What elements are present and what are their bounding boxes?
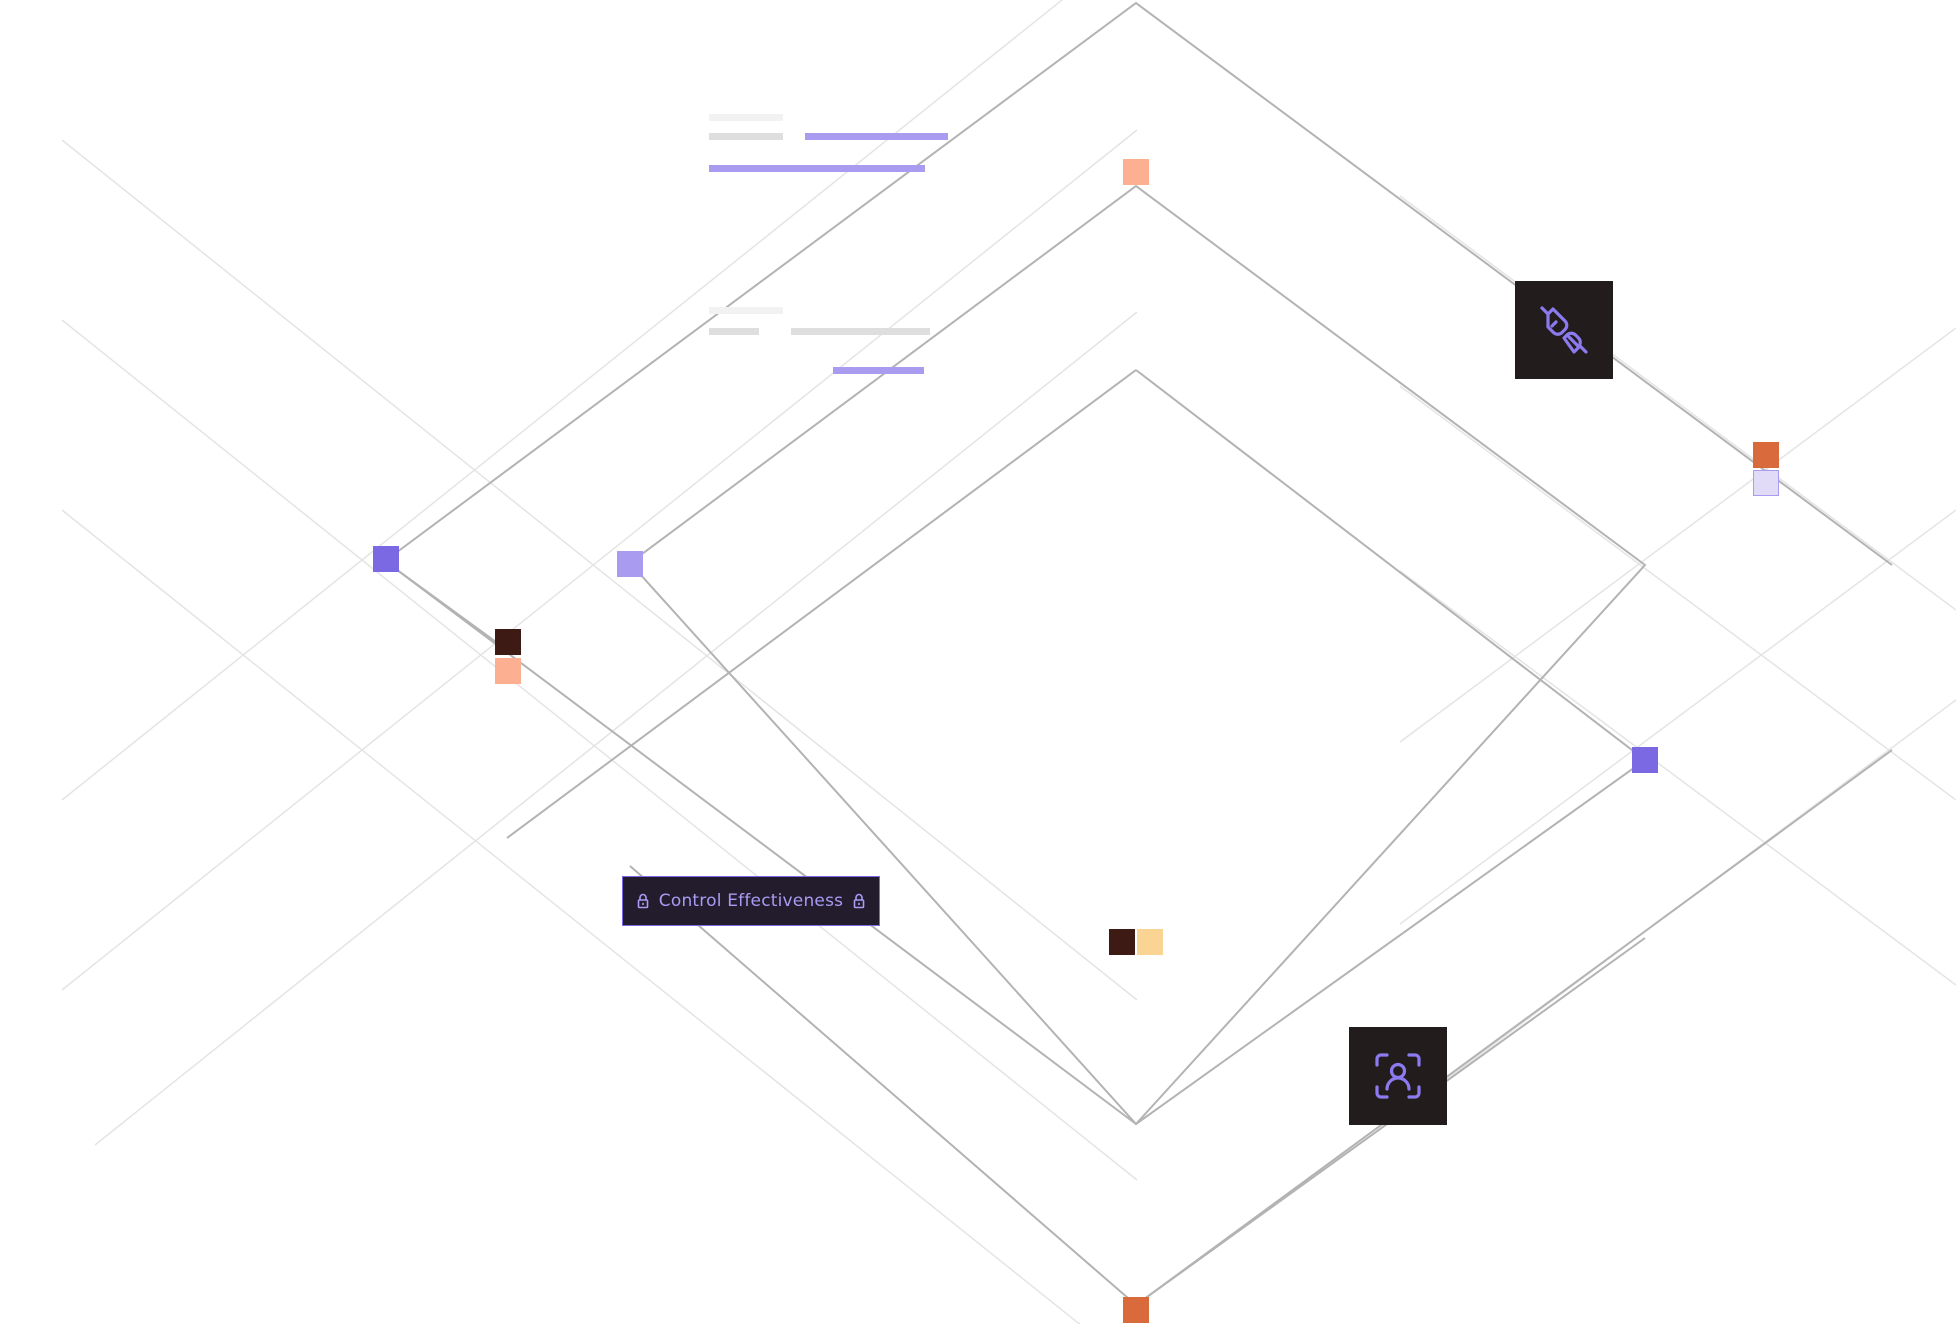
bg-line	[1399, 195, 1956, 611]
bg-line	[1399, 570, 1956, 986]
accent-bar	[833, 367, 924, 374]
node-chip-dark-brown	[1109, 929, 1135, 955]
lock-icon	[853, 893, 865, 909]
bg-line	[61, 319, 1138, 1181]
node-chip-salmon	[1123, 159, 1149, 185]
face-id-tile	[1349, 1027, 1447, 1125]
bg-line	[1399, 327, 1956, 743]
bg-line	[61, 509, 1081, 1324]
bg-line	[61, 129, 1138, 991]
inner-diamond-left	[506, 369, 1137, 839]
node-chip-dark-brown	[495, 629, 521, 655]
bg-line	[1399, 509, 1956, 925]
bg-line	[61, 0, 1064, 801]
node-chip-peach	[1137, 929, 1163, 955]
node-chip-salmon	[495, 658, 521, 684]
node-chip-orange	[1123, 1297, 1149, 1323]
bg-line	[61, 139, 1138, 1001]
placeholder-bar	[709, 307, 783, 314]
placeholder-bar	[791, 328, 930, 335]
right-edge	[1135, 749, 1893, 1306]
placeholder-bar	[709, 114, 783, 121]
face-id-icon	[1375, 1053, 1421, 1099]
plug-disconnect-icon	[1540, 306, 1588, 354]
placeholder-bar	[709, 328, 759, 335]
accent-bar	[709, 165, 925, 172]
node-chip-purple	[1632, 747, 1658, 773]
node-chip-light-purple	[617, 551, 643, 577]
outer-diamond-top	[384, 1, 1893, 566]
control-effectiveness-tag[interactable]: Control Effectiveness	[622, 876, 880, 926]
accent-bar	[805, 133, 948, 140]
node-chip-lavender	[1753, 470, 1779, 496]
bg-line	[94, 311, 1138, 1146]
node-chip-orange	[1753, 442, 1779, 468]
tag-label: Control Effectiveness	[658, 891, 844, 911]
bg-line	[1399, 385, 1956, 801]
lock-icon	[637, 893, 649, 909]
inner-diamond	[1135, 369, 1647, 1125]
middle-diamond	[629, 184, 1647, 1126]
node-chip-purple	[373, 546, 399, 572]
placeholder-bar	[709, 133, 783, 140]
plug-tile	[1515, 281, 1613, 379]
left-edge-low	[384, 560, 508, 651]
